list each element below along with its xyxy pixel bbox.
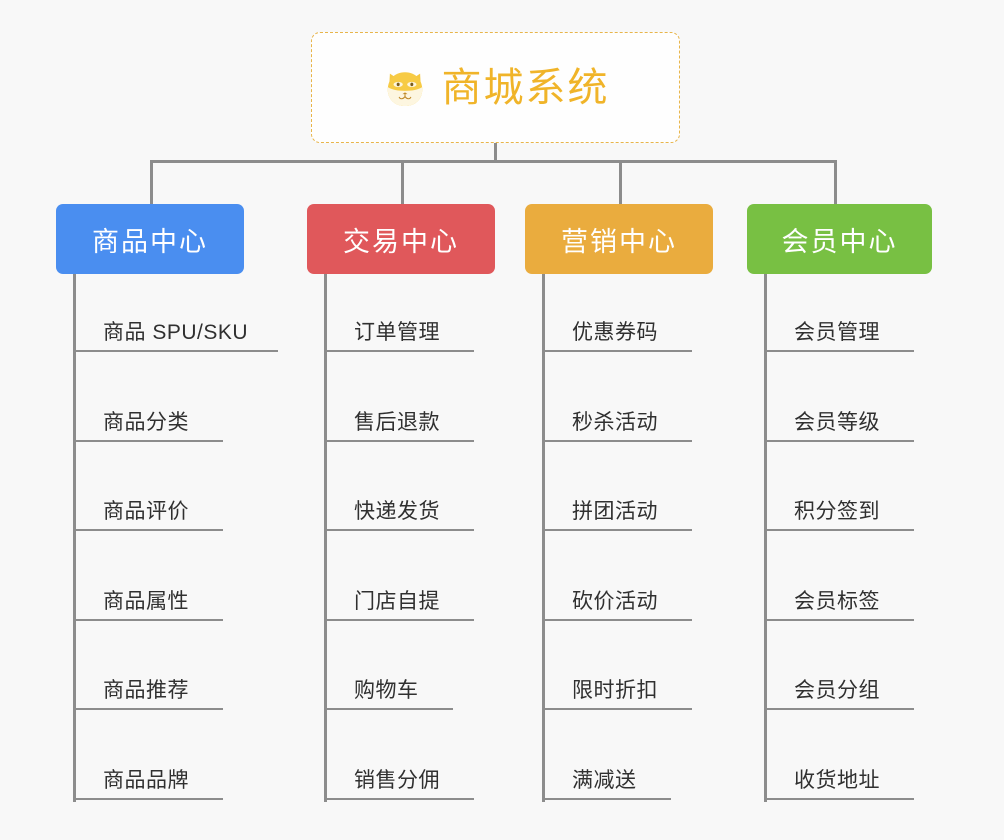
leaf-underline — [542, 439, 692, 442]
leaf-label: 砍价活动 — [572, 589, 658, 613]
trunk-line-product-center — [73, 274, 76, 802]
leaf-underline — [324, 439, 474, 442]
leaf-underline — [73, 529, 223, 532]
leaf-label: 收货地址 — [794, 769, 880, 792]
root-node[interactable]: 商城系统 — [311, 32, 680, 143]
category-box-trade-center[interactable]: 交易中心 — [307, 204, 495, 274]
leaf-label: 商品分类 — [103, 410, 189, 434]
leaf-label: 会员分组 — [794, 679, 880, 703]
category-box-member-center[interactable]: 会员中心 — [747, 204, 932, 274]
trunk-line-trade-center — [324, 274, 327, 802]
leaf-label: 售后退款 — [354, 410, 440, 434]
leaf-label: 限时折扣 — [572, 679, 658, 703]
root-stem-line — [494, 143, 497, 163]
leaf-underline — [542, 529, 692, 532]
leaf-underline — [542, 618, 692, 621]
root-title: 商城系统 — [441, 65, 610, 110]
drop-line-product-center — [150, 160, 153, 205]
category-box-marketing-center[interactable]: 营销中心 — [525, 204, 713, 274]
category-label: 会员中心 — [781, 226, 898, 257]
category-label: 商品中心 — [92, 226, 208, 257]
leaf-label: 商品品牌 — [103, 769, 189, 792]
leaf-underline — [542, 798, 671, 800]
trunk-line-member-center — [764, 274, 767, 802]
drop-line-marketing-center — [619, 160, 622, 205]
category-label: 交易中心 — [343, 226, 459, 257]
category-box-product-center[interactable]: 商品中心 — [56, 204, 244, 274]
category-label: 营销中心 — [561, 226, 677, 257]
leaf-underline — [73, 708, 223, 711]
leaf-underline — [764, 439, 914, 442]
leaf-underline — [542, 350, 692, 352]
leaf-underline — [73, 798, 223, 800]
leaf-label: 优惠券码 — [572, 321, 658, 344]
leaf-underline — [324, 529, 474, 532]
leaf-label: 商品评价 — [103, 500, 189, 524]
leaf-underline — [764, 798, 914, 800]
horizontal-bus-line — [150, 160, 837, 163]
leaf-underline — [324, 708, 453, 711]
leaf-underline — [764, 350, 914, 352]
leaf-label: 会员管理 — [794, 321, 880, 344]
leaf-underline — [73, 350, 278, 352]
leaf-label: 商品 SPU/SKU — [103, 321, 249, 344]
leaf-label: 商品属性 — [103, 589, 189, 613]
leaf-underline — [542, 708, 692, 711]
leaf-underline — [324, 618, 474, 621]
leaf-label: 秒杀活动 — [572, 410, 658, 434]
leaf-label: 拼团活动 — [572, 500, 658, 524]
shiba-dog-face-icon — [387, 71, 422, 106]
leaf-label: 会员标签 — [794, 589, 880, 613]
leaf-underline — [764, 708, 914, 711]
leaf-label: 积分签到 — [794, 500, 880, 524]
leaf-underline — [73, 618, 223, 621]
leaf-label: 销售分佣 — [354, 769, 440, 792]
leaf-underline — [73, 439, 223, 442]
leaf-label: 快递发货 — [354, 500, 440, 524]
leaf-underline — [324, 798, 474, 800]
drop-line-trade-center — [401, 160, 404, 205]
trunk-line-marketing-center — [542, 274, 545, 802]
leaf-underline — [764, 618, 914, 621]
leaf-underline — [324, 350, 474, 352]
leaf-underline — [764, 529, 914, 532]
leaf-label: 订单管理 — [354, 321, 440, 344]
leaf-label: 会员等级 — [794, 410, 880, 434]
drop-line-member-center — [834, 160, 837, 205]
leaf-label: 满减送 — [572, 769, 637, 792]
leaf-label: 购物车 — [354, 679, 419, 703]
leaf-label: 门店自提 — [354, 589, 440, 613]
leaf-label: 商品推荐 — [103, 679, 189, 703]
